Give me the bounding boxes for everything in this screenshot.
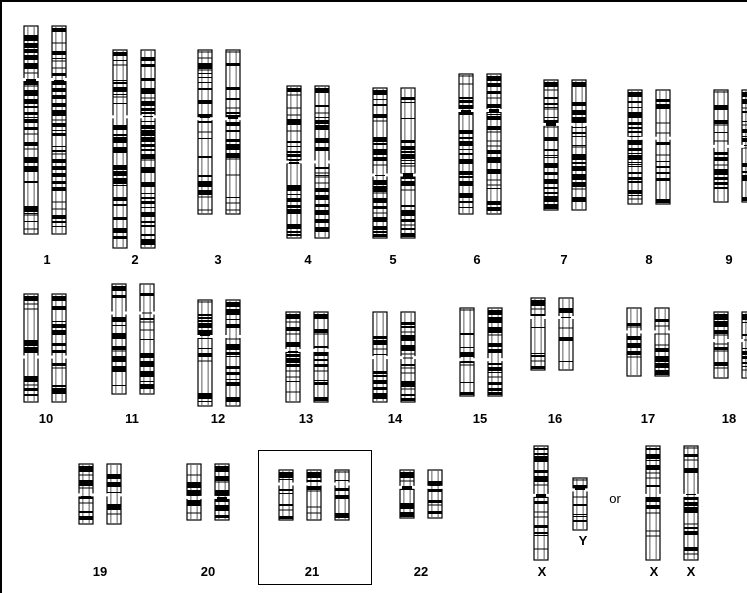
- chromosome-11-copy-1: [111, 284, 127, 394]
- chromosome-label-19: 19: [93, 565, 107, 578]
- chromosome-label-18: 18: [722, 412, 736, 425]
- chromosome-4-copy-1: [286, 86, 302, 238]
- chromosome-6-copy-1: [458, 74, 474, 214]
- chromosome-19-copy-2: [106, 464, 122, 524]
- chromosome-9-copy-2: [741, 90, 747, 202]
- chromosome-x: [533, 446, 549, 560]
- chromosome-17-copy-2: [654, 308, 670, 376]
- chromosome-label-20: 20: [201, 565, 215, 578]
- chromosome-label-7: 7: [560, 253, 567, 266]
- chromosome-2-copy-1: [112, 50, 128, 248]
- chromosome-x-second-pair-right: [683, 446, 699, 560]
- chromosome-4-copy-2: [314, 86, 330, 238]
- chromosome-label-11: 11: [125, 412, 139, 425]
- chromosome-label-9: 9: [725, 253, 732, 266]
- chromosome-22-copy-1: [399, 470, 415, 518]
- chromosome-label-5: 5: [389, 253, 396, 266]
- chromosome-13-copy-1: [285, 312, 301, 402]
- chromosome-label-12: 12: [211, 412, 225, 425]
- chromosome-11-copy-2: [139, 284, 155, 394]
- chromosome-label-13: 13: [299, 412, 313, 425]
- chromosome-label-10: 10: [39, 412, 53, 425]
- chromosome-20-copy-2: [214, 464, 230, 520]
- chromosome-label-17: 17: [641, 412, 655, 425]
- chromosome-label-4: 4: [304, 253, 311, 266]
- sex-chromosome-label-x-left: X: [650, 565, 659, 578]
- chromosome-label-22: 22: [414, 565, 428, 578]
- chromosome-14-copy-1: [372, 312, 388, 402]
- chromosome-20-copy-1: [186, 464, 202, 520]
- sex-chromosome-label-x: X: [538, 565, 547, 578]
- chromosome-9-copy-1: [713, 90, 729, 202]
- chromosome-label-1: 1: [43, 253, 50, 266]
- chromosome-15-copy-2: [487, 308, 503, 396]
- chromosome-7-copy-2: [571, 80, 587, 210]
- chromosome-22-copy-2: [427, 470, 443, 518]
- chromosome-label-16: 16: [548, 412, 562, 425]
- chromosome-label-15: 15: [473, 412, 487, 425]
- chromosome-label-6: 6: [473, 253, 480, 266]
- chromosome-10-copy-1: [23, 294, 39, 402]
- chromosome-10-copy-2: [51, 294, 67, 402]
- chromosome-6-copy-2: [486, 74, 502, 214]
- chromosome-14-copy-2: [400, 312, 416, 402]
- chromosome-8-copy-2: [655, 90, 671, 204]
- chromosome-1-copy-2: [51, 26, 67, 234]
- chromosome-3-copy-2: [225, 50, 241, 214]
- chromosome-label-3: 3: [214, 253, 221, 266]
- chromosome-5-copy-1: [372, 88, 388, 238]
- chromosome-19-copy-1: [78, 464, 94, 524]
- chromosome-12-copy-1: [197, 300, 213, 406]
- sex-chromosome-label-y: Y: [579, 534, 588, 547]
- chromosome-2-copy-2: [140, 50, 156, 248]
- sex-chromosome-label-x-right: X: [687, 565, 696, 578]
- chromosome-1-copy-1: [23, 26, 39, 234]
- chromosome-label-14: 14: [388, 412, 402, 425]
- chromosome-12-copy-2: [225, 300, 241, 406]
- chromosome-18-copy-1: [713, 312, 729, 378]
- chromosome-7-copy-1: [543, 80, 559, 210]
- chromosome-label-21: 21: [305, 565, 319, 578]
- chromosome-18-copy-2: [741, 312, 747, 378]
- chromosome-8-copy-1: [627, 90, 643, 204]
- chromosome-15-copy-1: [459, 308, 475, 396]
- chromosome-16-copy-1: [530, 298, 546, 370]
- chromosome-label-2: 2: [131, 253, 138, 266]
- chromosome-x-second-pair-left: [645, 446, 661, 560]
- chromosome-5-copy-2: [400, 88, 416, 238]
- chromosome-16-copy-2: [558, 298, 574, 370]
- chromosome-13-copy-2: [313, 312, 329, 402]
- or-label: or: [609, 492, 621, 505]
- chromosome-y: [572, 478, 588, 530]
- chromosome-3-copy-1: [197, 50, 213, 214]
- chromosome-label-8: 8: [645, 253, 652, 266]
- chromosome-17-copy-1: [626, 308, 642, 376]
